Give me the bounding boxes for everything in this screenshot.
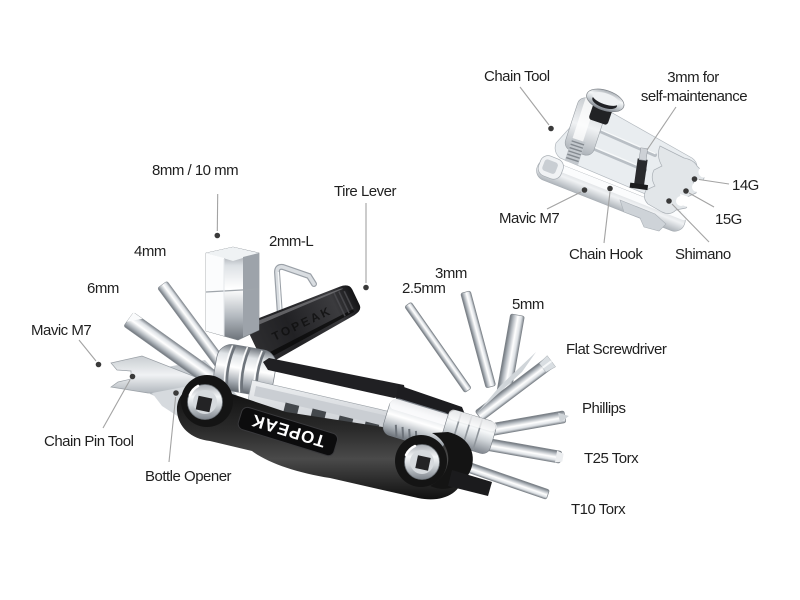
svg-text:Tire Lever: Tire Lever — [334, 183, 396, 200]
svg-text:4mm: 4mm — [134, 243, 166, 260]
svg-text:Chain Pin Tool: Chain Pin Tool — [44, 433, 134, 450]
svg-text:15G: 15G — [715, 211, 742, 228]
svg-text:Shimano: Shimano — [675, 246, 731, 263]
svg-text:Chain Hook: Chain Hook — [569, 246, 643, 263]
svg-text:Flat Screwdriver: Flat Screwdriver — [566, 341, 667, 358]
svg-text:3mm for: 3mm for — [667, 69, 719, 86]
svg-text:Chain Tool: Chain Tool — [484, 68, 550, 85]
svg-text:Bottle Opener: Bottle Opener — [145, 468, 232, 485]
svg-text:2mm-L: 2mm-L — [269, 233, 313, 250]
svg-text:Mavic M7: Mavic M7 — [499, 210, 559, 227]
svg-text:3mm: 3mm — [435, 265, 467, 282]
svg-text:8mm / 10 mm: 8mm / 10 mm — [152, 162, 238, 179]
svg-text:5mm: 5mm — [512, 296, 544, 313]
svg-text:self-maintenance: self-maintenance — [641, 88, 747, 105]
svg-text:2.5mm: 2.5mm — [402, 280, 445, 297]
svg-text:T10 Torx: T10 Torx — [571, 501, 626, 518]
svg-text:Phillips: Phillips — [582, 400, 626, 417]
svg-text:Mavic M7: Mavic M7 — [31, 322, 91, 339]
svg-text:T25 Torx: T25 Torx — [584, 450, 639, 467]
svg-text:6mm: 6mm — [87, 280, 119, 297]
svg-text:14G: 14G — [732, 177, 759, 194]
